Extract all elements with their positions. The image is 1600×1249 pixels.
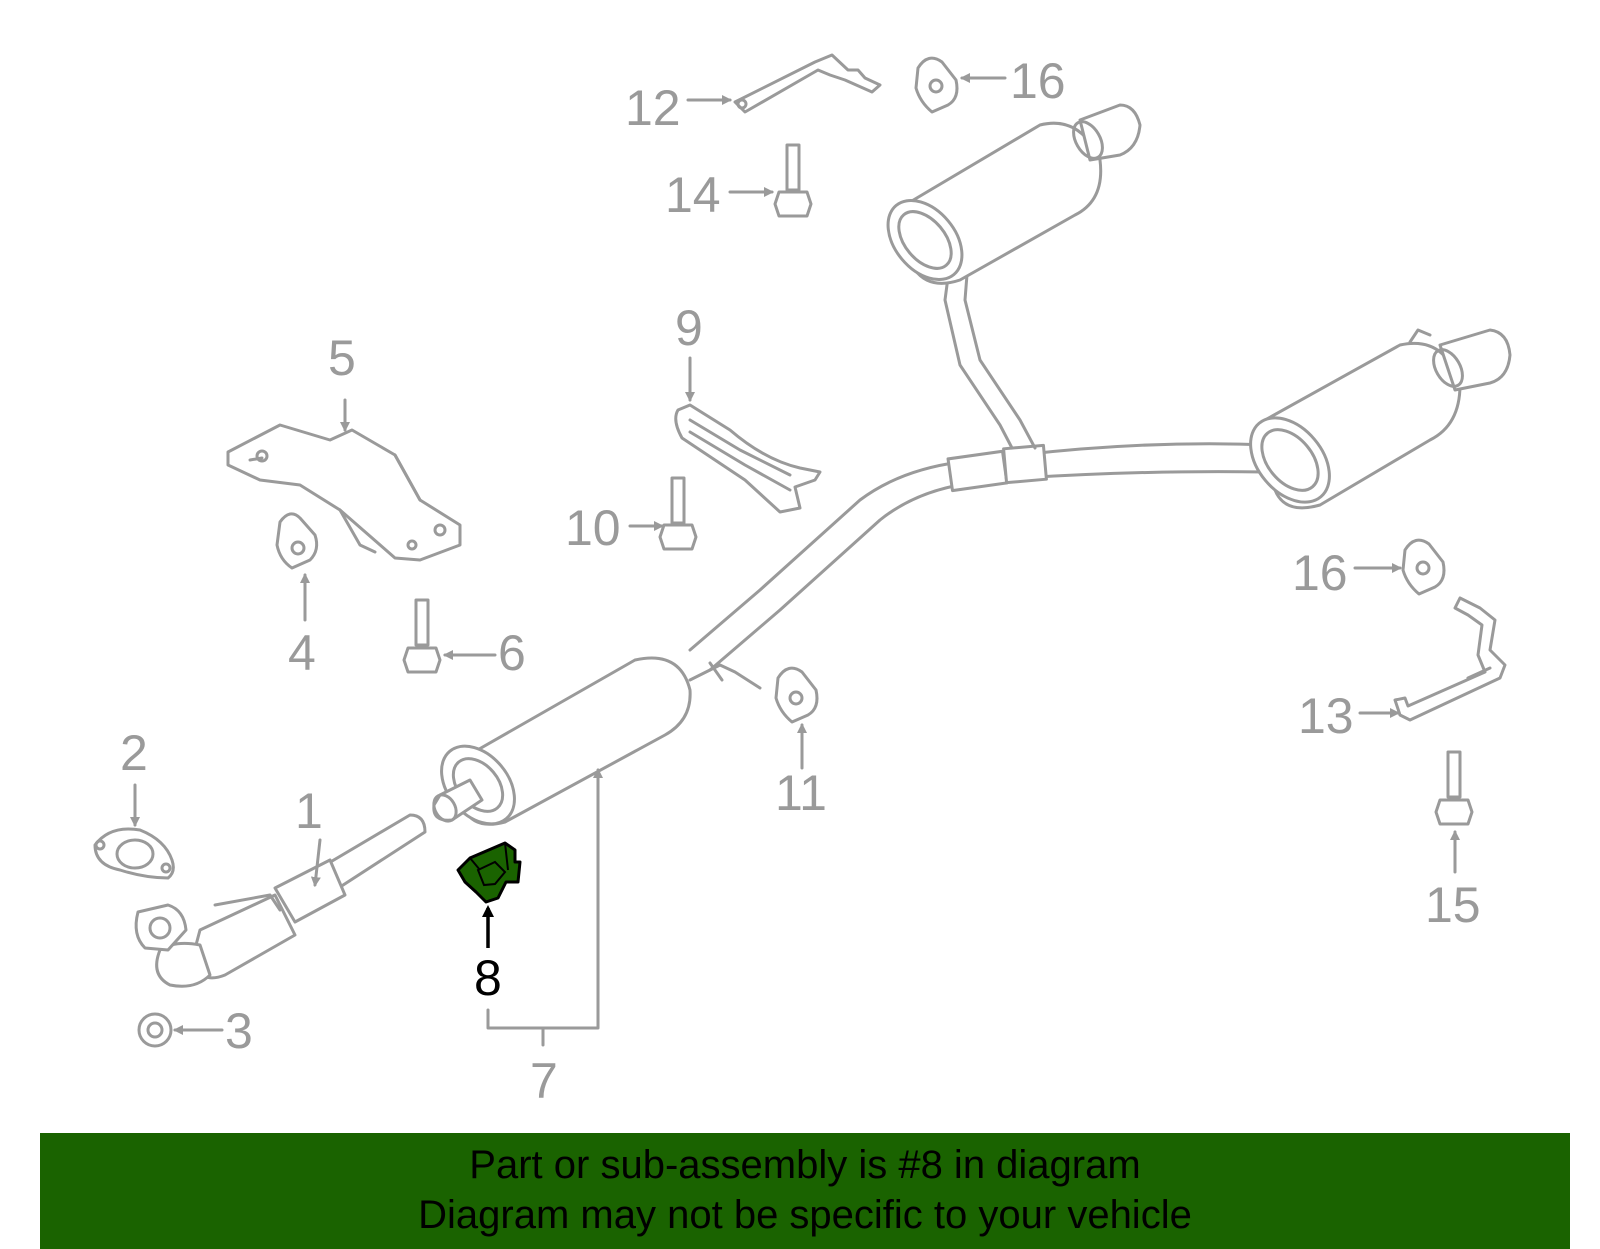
front-pipe-catalyst [134, 813, 427, 988]
leader-arrows [130, 73, 1460, 1047]
bolt-14 [773, 143, 813, 218]
info-banner: Part or sub-assembly is #8 in diagram Di… [40, 1133, 1570, 1249]
bolt-10 [658, 476, 698, 551]
label-part-14: 14 [665, 167, 721, 223]
label-part-13: 13 [1298, 688, 1354, 744]
center-pipe [688, 260, 1272, 672]
rear-muffler-left [886, 103, 1142, 285]
label-part-16-top: 16 [1010, 53, 1066, 109]
banner-line-part: Part or sub-assembly is #8 in diagram [469, 1143, 1141, 1187]
label-part-15: 15 [1425, 877, 1481, 933]
rubber-hanger-4 [275, 512, 319, 570]
bolt-6 [402, 598, 442, 674]
bracket-12 [733, 53, 882, 114]
label-part-2: 2 [120, 725, 148, 781]
label-part-4: 4 [288, 625, 316, 681]
rubber-hanger-16-top [914, 56, 959, 114]
gasket [93, 827, 175, 880]
highlighted-part-8[interactable] [456, 841, 522, 904]
label-part-16-right: 16 [1292, 545, 1348, 601]
banner-line-disclaimer: Diagram may not be specific to your vehi… [418, 1193, 1192, 1237]
bolt-15 [1434, 750, 1474, 826]
label-part-11: 11 [775, 765, 827, 821]
label-part-1: 1 [295, 783, 323, 839]
front-resonator [432, 656, 762, 826]
label-part-9: 9 [675, 300, 703, 356]
bracket-13 [1393, 596, 1507, 722]
label-part-6: 6 [498, 625, 526, 681]
part-labels: 1 2 3 4 5 6 7 8 9 10 11 12 13 14 15 16 1… [120, 53, 1481, 1109]
label-part-8: 8 [474, 950, 502, 1006]
rubber-hanger-11 [774, 666, 819, 724]
heat-shield [674, 403, 822, 514]
crossmember-bracket [226, 423, 462, 562]
washer [137, 1012, 173, 1048]
label-part-12: 12 [625, 80, 681, 136]
label-part-10: 10 [565, 500, 621, 556]
label-part-5: 5 [328, 330, 356, 386]
label-part-7: 7 [530, 1053, 558, 1109]
label-part-3: 3 [225, 1003, 253, 1059]
rear-muffler-right [1249, 328, 1512, 510]
rubber-hanger-16-right [1401, 538, 1446, 596]
